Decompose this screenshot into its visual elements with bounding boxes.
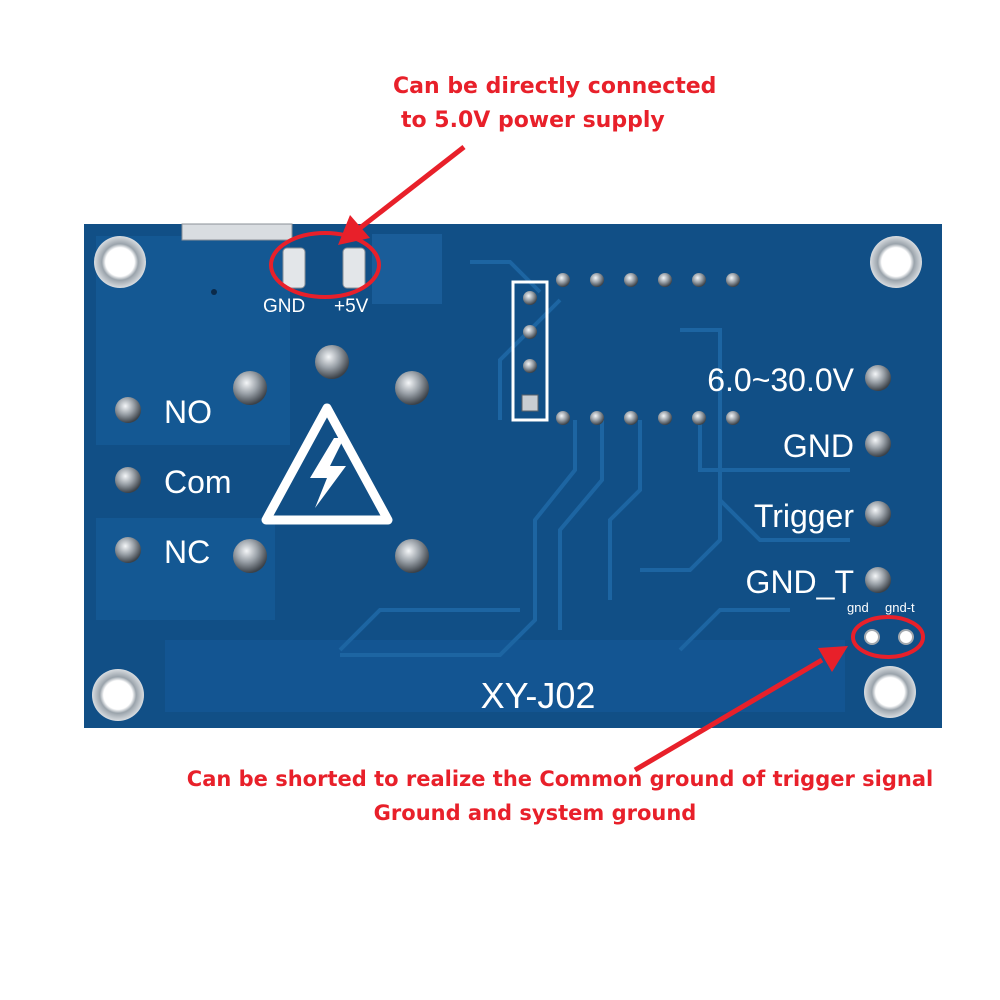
input-terminal-trigger: [865, 501, 891, 527]
callout-bottom-line1: Can be shorted to realize the Common gro…: [186, 767, 934, 791]
callout-bottom-line2: Ground and system ground: [373, 801, 697, 825]
mounting-hole: [864, 666, 916, 718]
arrow-to-5v-pads: [338, 145, 466, 245]
jumper-gnd-label: gnd: [847, 600, 869, 615]
arrow-to-jumper-pads: [633, 646, 848, 773]
input-terminal-gnd-t: [865, 567, 891, 593]
display-pins-top-row: [556, 273, 740, 287]
display-pins-bottom-row: [556, 411, 740, 425]
callout-top: Can be directly connected to 5.0V power …: [393, 70, 716, 138]
plus5v-pad-label: +5V: [334, 296, 369, 317]
copper-pour: [96, 518, 275, 620]
gnd-label: GND: [783, 428, 854, 464]
highlight-jumper-pads: [851, 615, 925, 659]
jumper-gnd-t-label: gnd-t: [885, 600, 915, 615]
mounting-hole: [92, 669, 144, 721]
callout-top-line1: Can be directly connected: [393, 74, 717, 99]
relay-solder-joints: [233, 345, 429, 573]
relay-terminal-nc: [115, 537, 141, 563]
relay-terminal-com: [115, 467, 141, 493]
usb-connector: [181, 223, 293, 241]
model-label: XY-J02: [481, 675, 596, 716]
copper-pour: [165, 640, 845, 712]
no-label: NO: [164, 394, 212, 430]
input-terminal-gnd: [865, 431, 891, 457]
vin-label: 6.0~30.0V: [707, 362, 854, 398]
highlight-5v-pads: [269, 231, 381, 299]
trigger-label: Trigger: [754, 498, 855, 534]
relay-terminal-no: [115, 397, 141, 423]
callout-top-line2: to 5.0V power supply: [401, 108, 665, 133]
pcb-traces: [338, 260, 850, 657]
plus5v-power-pad: [342, 247, 366, 289]
gnd-t-label: GND_T: [746, 564, 854, 600]
header-4pin: [521, 291, 539, 412]
mounting-hole: [870, 236, 922, 288]
header-4pin-outline: [511, 280, 549, 422]
high-voltage-warning-icon: [261, 403, 393, 525]
callout-bottom: Can be shorted to realize the Common gro…: [0, 762, 1000, 830]
mounting-hole: [94, 236, 146, 288]
com-label: Com: [164, 464, 232, 500]
nc-label: NC: [164, 534, 210, 570]
smd-via-grid: [372, 234, 442, 304]
input-terminal-vin: [865, 365, 891, 391]
gnd-power-pad: [282, 247, 306, 289]
gnd-pad-label: GND: [263, 296, 305, 317]
smd-dot: [211, 289, 217, 295]
jumper-pads: [864, 629, 914, 645]
